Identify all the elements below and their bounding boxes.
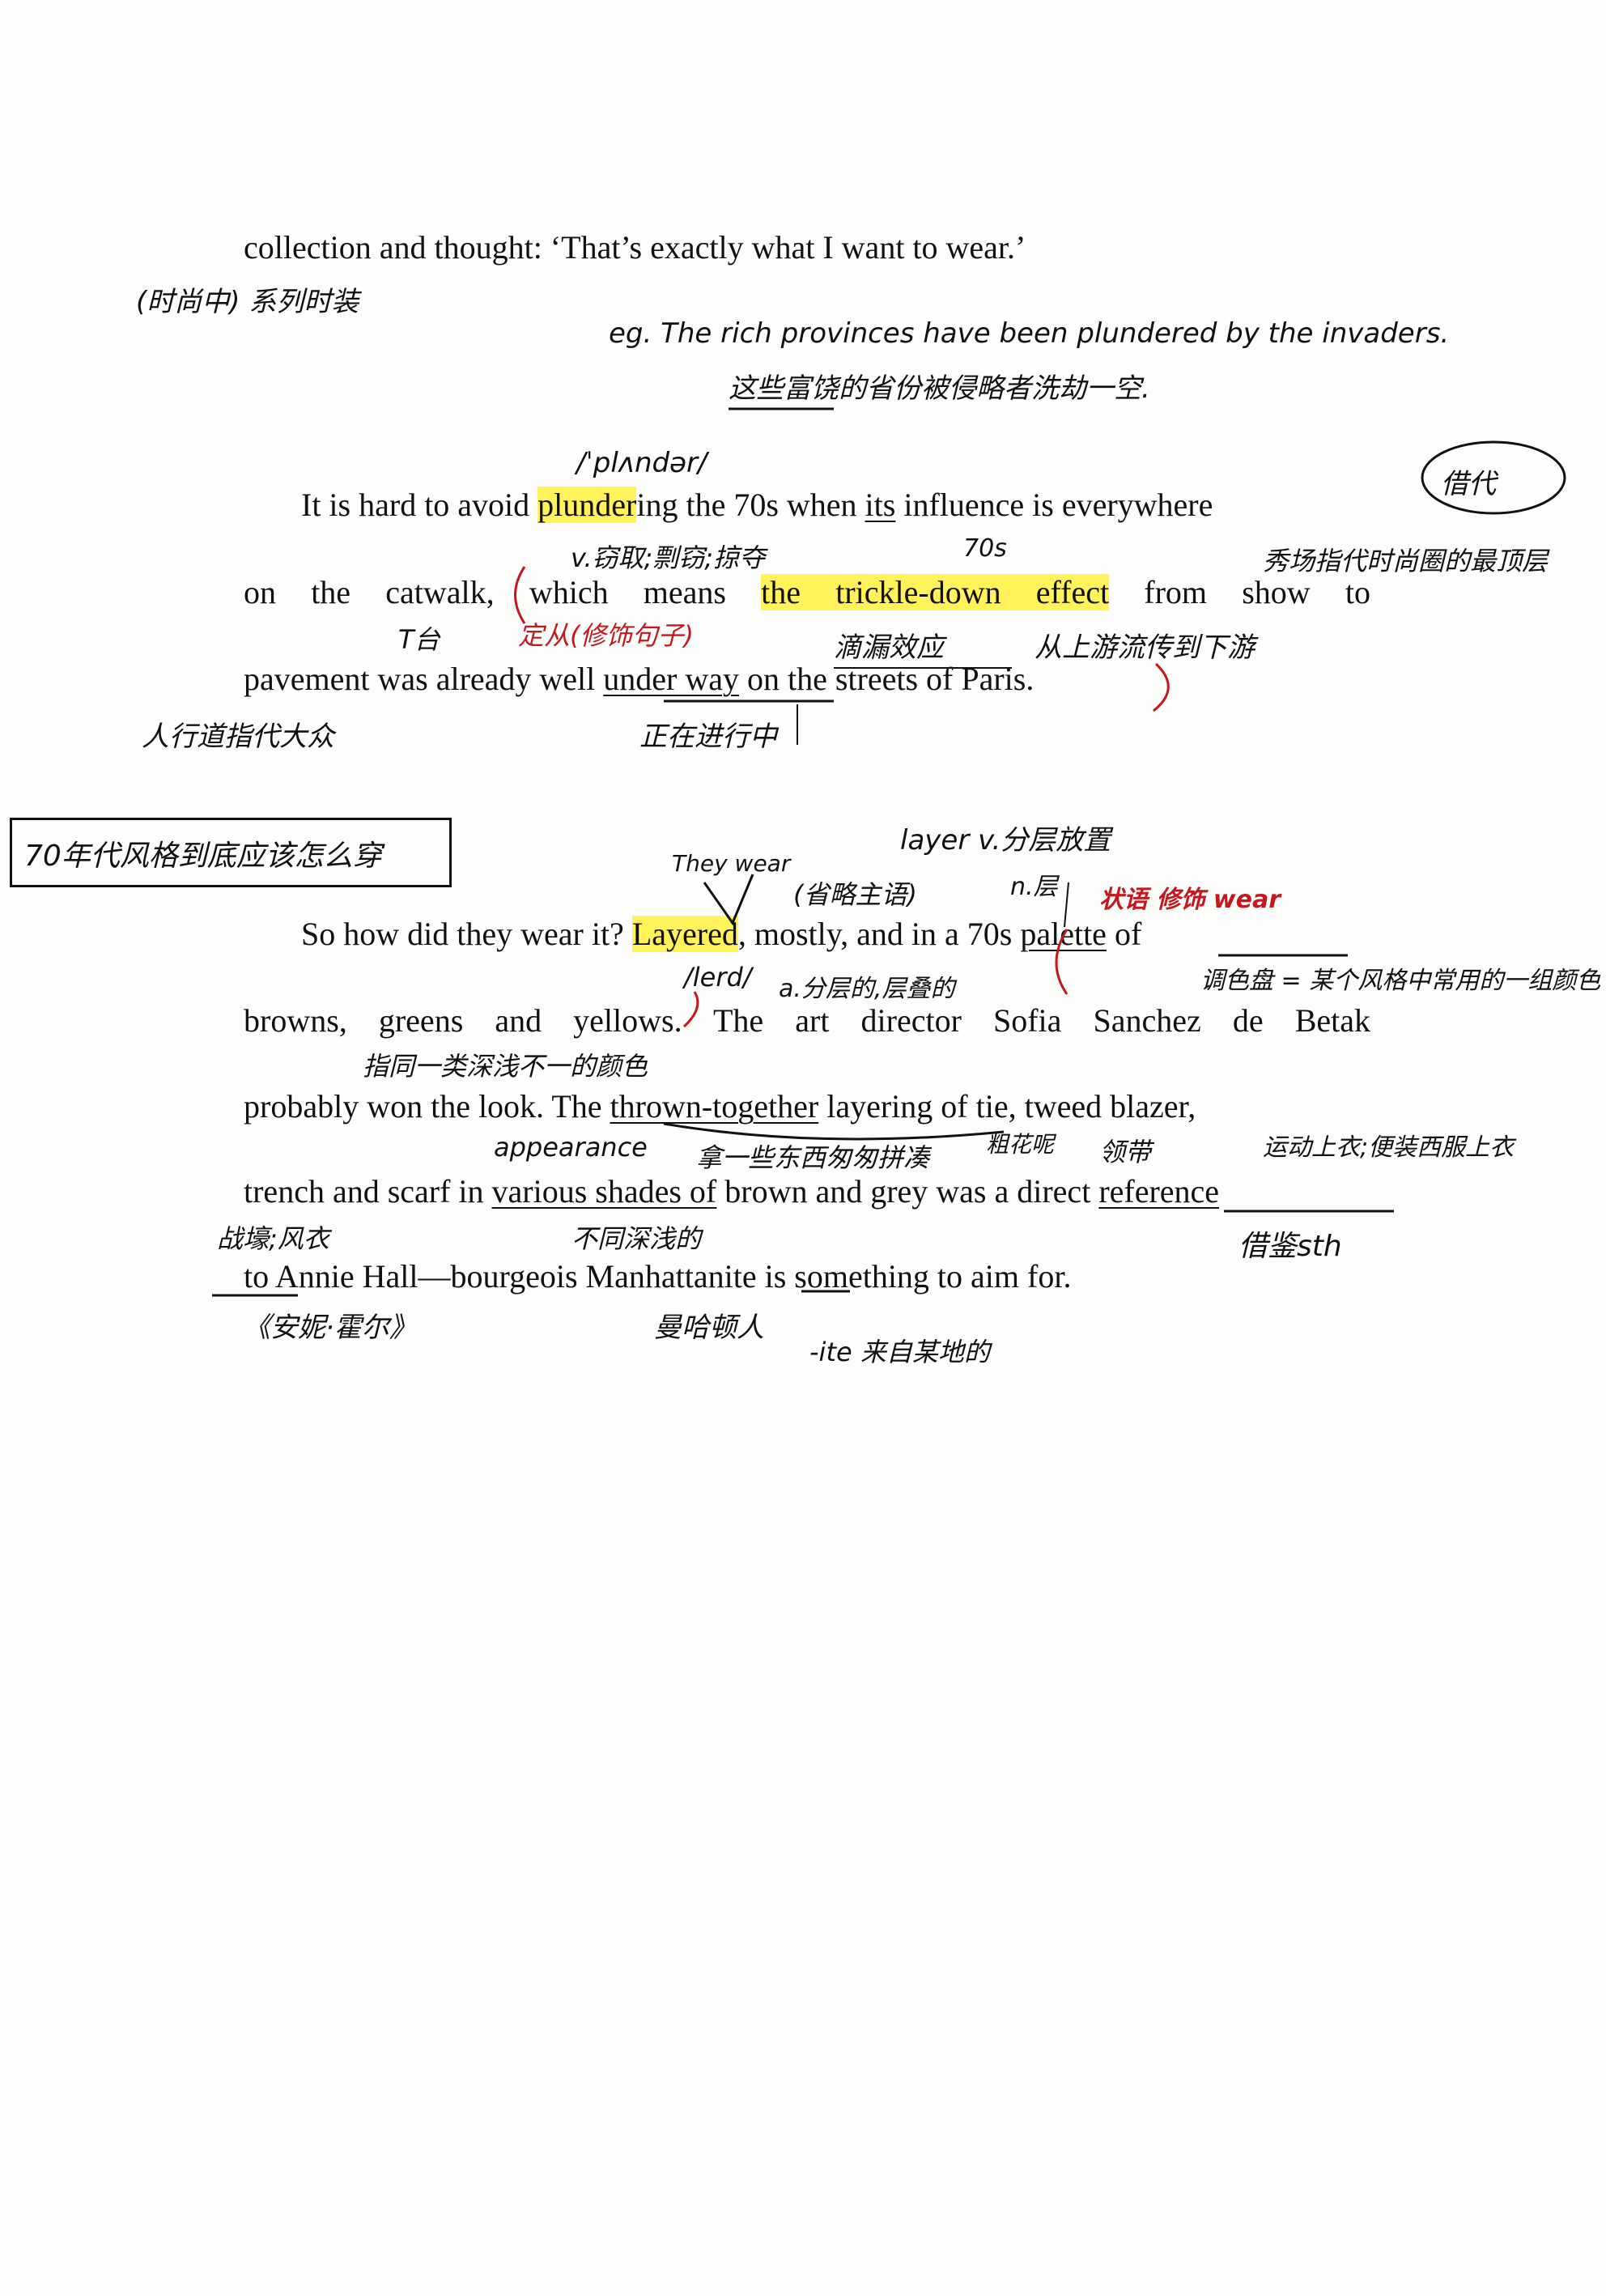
section-heading: 70年代风格到底应该怎么穿	[24, 840, 382, 873]
note-plunder-meaning: v.窃取;剽窃;掠夺	[571, 542, 766, 573]
note-example-en: eg. The rich provinces have been plunder…	[609, 317, 1450, 350]
note-colors: 指同一类深浅不一的颜色	[363, 1051, 648, 1082]
note-catwalk-t: T台	[398, 624, 440, 655]
highlight-layered: Layered	[631, 916, 738, 952]
note-blazer: 运动上衣;便装西服上衣	[1263, 1133, 1515, 1162]
text-line-4: pavement was already well under way on t…	[244, 661, 1035, 697]
text-line-7: probably won the look. The thrown-togeth…	[244, 1088, 1196, 1125]
note-ellipsis: (省略主语)	[793, 879, 917, 910]
note-catwalk-circled: 借代	[1441, 468, 1496, 500]
note-layer-verb: layer v.分层放置	[900, 824, 1111, 857]
note-plunder-ipa: /ˈplʌndər/	[576, 447, 707, 479]
note-thrown-together: 拿一些东西匆匆拼凑	[696, 1142, 930, 1173]
note-example-zh: 这些富饶的省份被侵略者洗劫一空.	[729, 372, 1150, 405]
note-which-clause: 定从(修饰句子)	[518, 620, 694, 651]
note-ite: -ite 来自某地的	[809, 1337, 990, 1367]
red-bracket-close	[1153, 662, 1170, 712]
note-tie: 领带	[1099, 1137, 1152, 1167]
note-appearance: appearance	[494, 1132, 648, 1163]
note-trench: 战壕;风衣	[217, 1223, 329, 1254]
underlined-its: its	[865, 487, 896, 523]
note-they-wear: They wear	[672, 850, 791, 877]
note-layered-ipa: /lerd/	[684, 962, 752, 993]
underlined-under-way: under way	[603, 661, 739, 697]
caret-they	[703, 874, 754, 926]
thrown-curve	[663, 1122, 1005, 1141]
note-trickle: 滴漏效应	[834, 631, 944, 664]
red-bracket-adverbial-open	[1055, 929, 1069, 995]
text-line-8: trench and scarf in various shades of br…	[244, 1173, 1220, 1210]
red-bracket-adverbial-close	[682, 991, 699, 1028]
underlined-reference: reference	[1098, 1173, 1220, 1210]
note-reference: 借鉴sth	[1238, 1230, 1342, 1263]
note-palette: 调色盘 = 某个风格中常用的一组颜色	[1200, 967, 1601, 995]
note-shades: 不同深浅的	[571, 1223, 702, 1254]
note-collection: (时尚中) 系列时装	[136, 286, 359, 318]
text-line-6: browns, greens and yellows. The art dire…	[244, 1002, 1370, 1039]
highlight-plunder: plunder	[537, 487, 637, 523]
note-manhattanite: 曼哈顿人	[654, 1312, 764, 1344]
text-line-3: on the catwalk, which means the trickle-…	[244, 574, 1370, 610]
note-annie-hall: 《安妮·霍尔》	[243, 1312, 417, 1344]
text-line-9: to Annie Hall—bourgeois Manhattanite is …	[244, 1258, 1072, 1295]
note-layered-meaning: a.分层的,层叠的	[779, 975, 955, 1003]
section-heading-box	[10, 818, 452, 887]
note-tweed: 粗花呢	[986, 1131, 1055, 1158]
text-line-1: collection and thought: ‘That’s exactly …	[244, 229, 1026, 266]
note-catwalk-meaning: 秀场指代时尚圈的最顶层	[1263, 546, 1549, 576]
arrow-layer	[1064, 882, 1069, 928]
underlined-thrown-together: thrown-together	[610, 1088, 819, 1125]
note-its: 70s	[963, 534, 1007, 563]
note-under-way: 正在进行中	[639, 721, 777, 753]
note-show-to: 从上游流传到下游	[1035, 631, 1255, 664]
note-layer-noun: n.层	[1010, 873, 1058, 901]
text-line-5: So how did they wear it? Layered, mostly…	[301, 916, 1142, 952]
note-pavement: 人行道指代大众	[142, 721, 334, 753]
text-line-2: It is hard to avoid plundering the 70s w…	[301, 487, 1213, 523]
highlight-trickle-down: the trickle-down effect	[761, 574, 1110, 610]
underlined-various-shades: various shades of	[491, 1173, 717, 1210]
red-bracket-open	[514, 566, 526, 624]
note-adverbial: 状语 修饰 wear	[1099, 886, 1281, 914]
circle-mark	[1421, 440, 1566, 515]
